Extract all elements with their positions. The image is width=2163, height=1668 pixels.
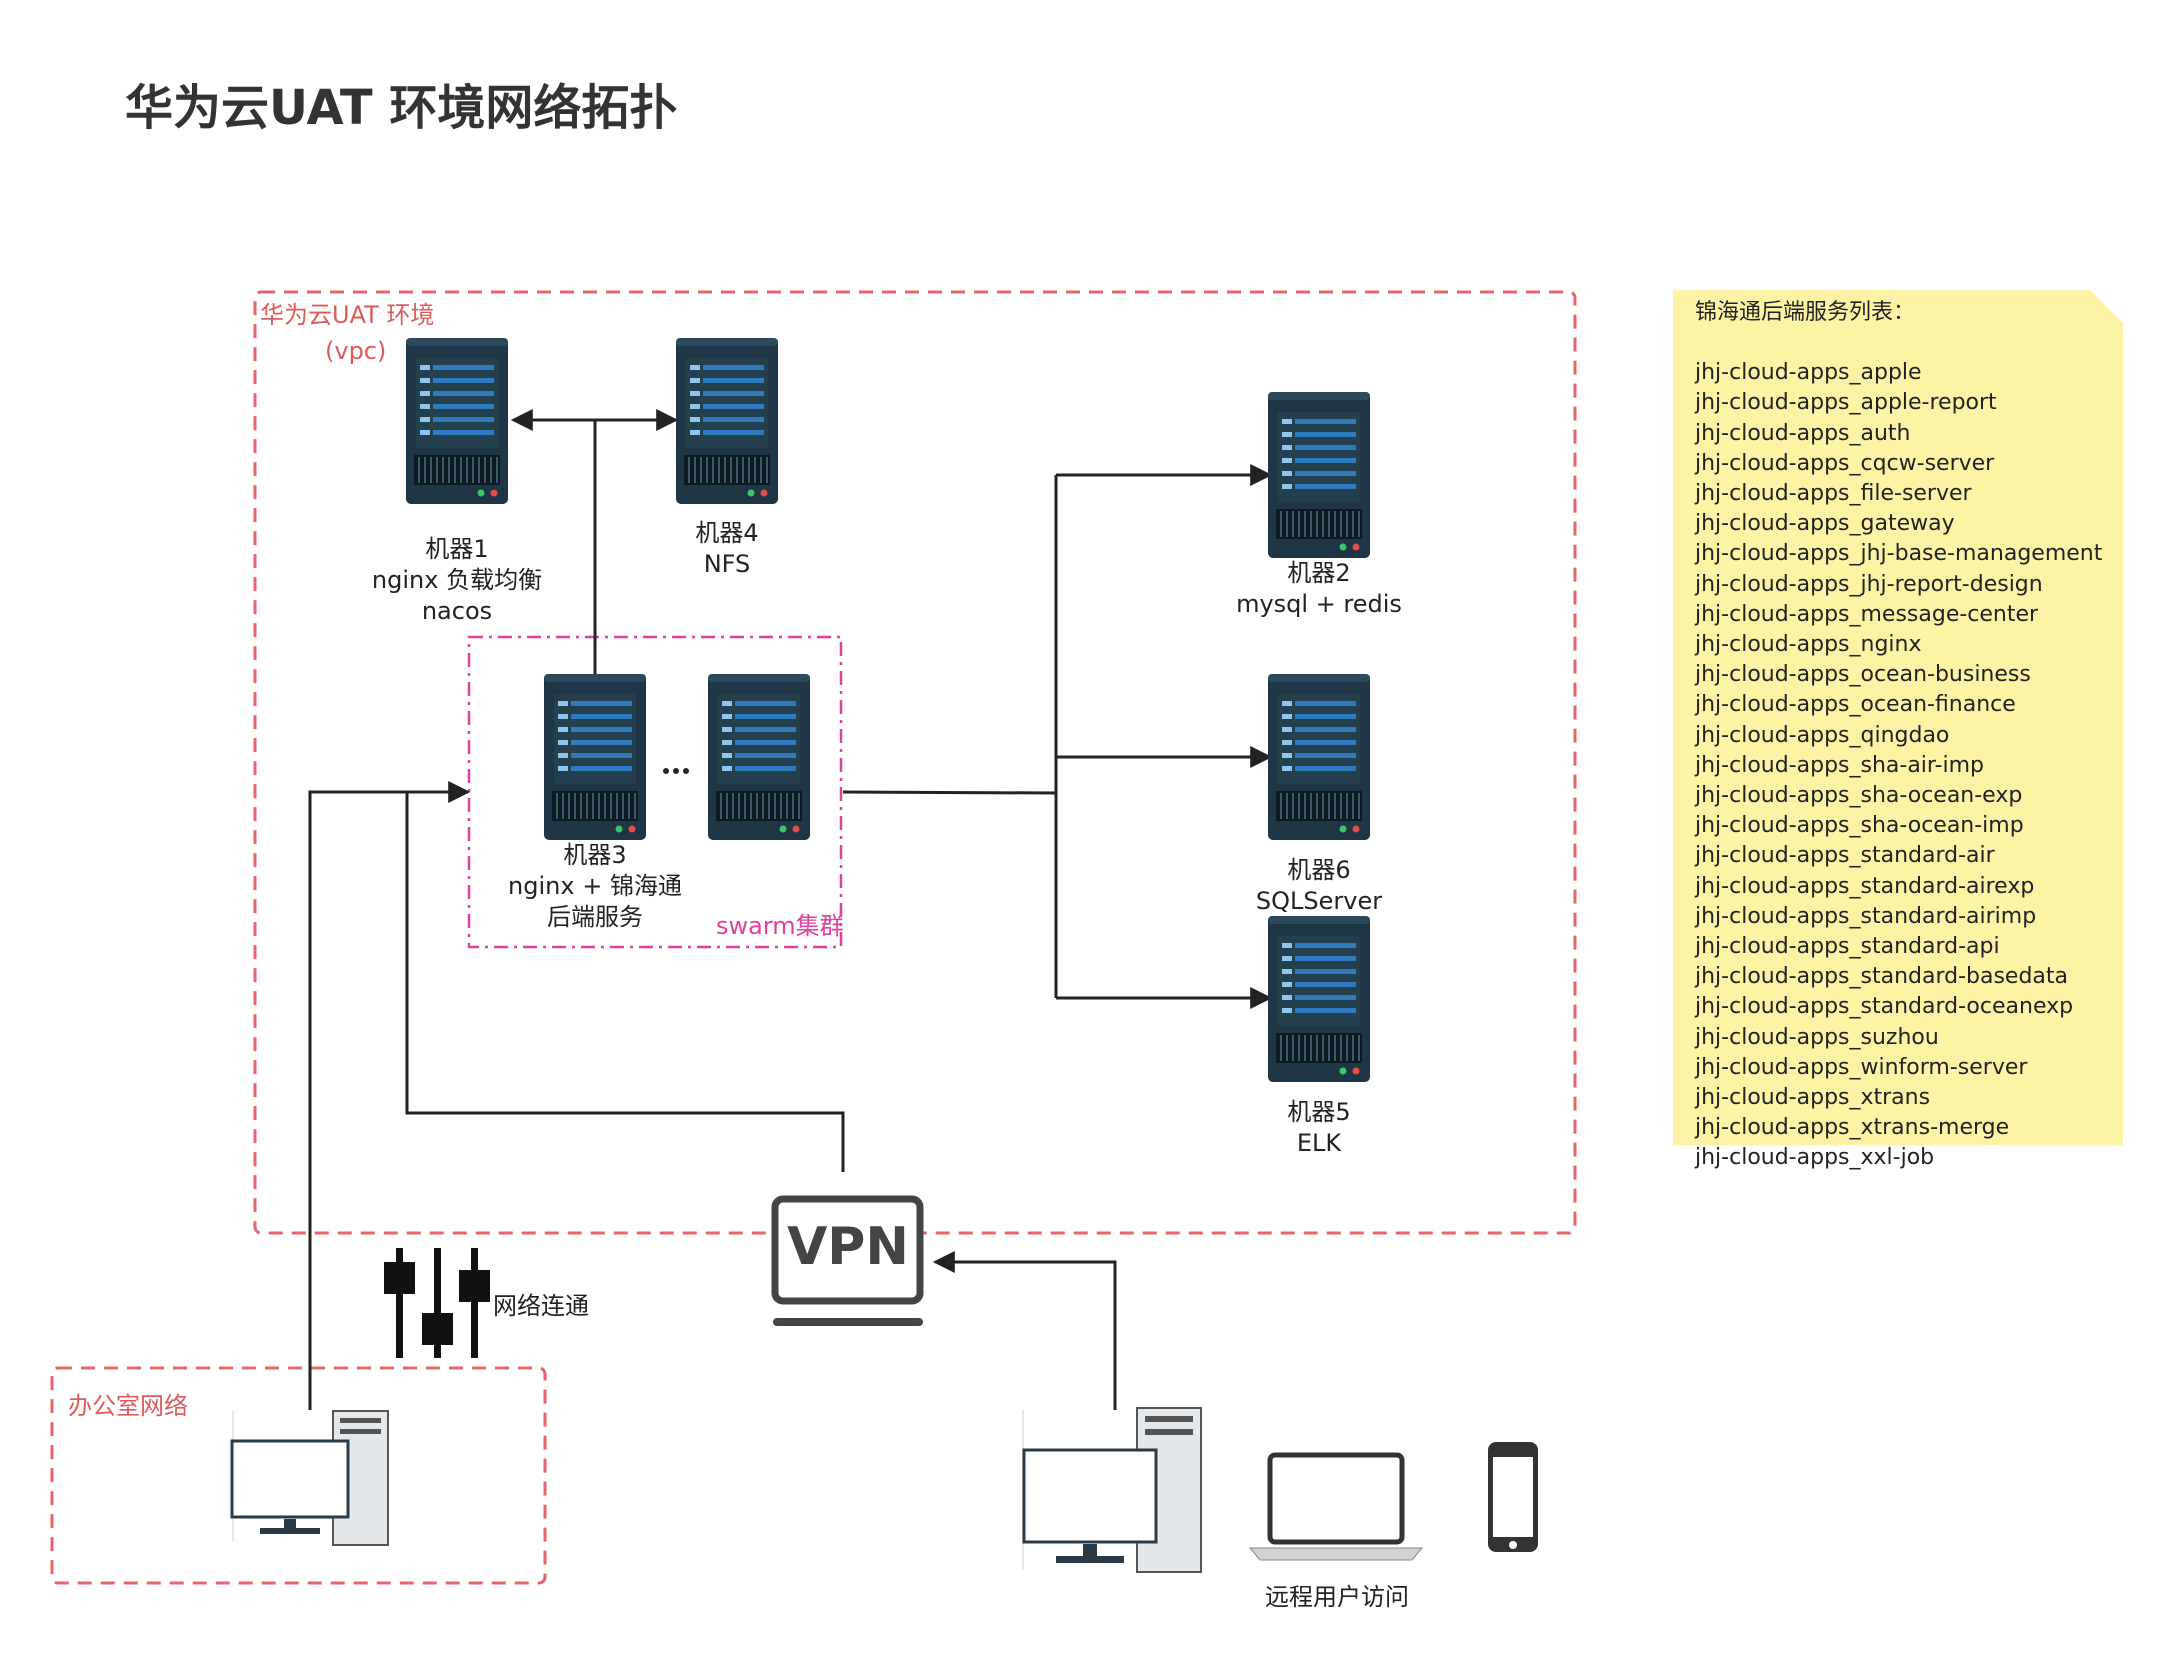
service-list-items: jhj-cloud-apps_apple jhj-cloud-apps_apple… <box>1695 358 2102 1173</box>
connector-remote-to-vpn <box>932 1251 1117 1410</box>
machine3-name: 机器3 <box>563 841 627 869</box>
service-list-item: jhj-cloud-apps_auth <box>1695 420 1911 446</box>
service-list-item: jhj-cloud-apps_apple-report <box>1695 390 1997 416</box>
office-desktop-icon <box>230 1410 389 1546</box>
office-network-label: 办公室网络 <box>68 1392 188 1420</box>
machine1-desc1: nginx 负载均衡 <box>371 566 543 594</box>
machine1-label: 机器1 nginx 负载均衡 nacos <box>357 534 557 627</box>
service-list-item: jhj-cloud-apps_xxl-job <box>1695 1145 1935 1171</box>
machine1-name: 机器1 <box>425 535 489 563</box>
service-list-item: jhj-cloud-apps_standard-airimp <box>1695 903 2037 929</box>
service-list-item: jhj-cloud-apps_sha-air-imp <box>1695 752 1984 778</box>
machine6-label: 机器6 SQLServer <box>1219 855 1419 917</box>
office-network-boundary <box>50 1366 547 1585</box>
service-list-item: jhj-cloud-apps_xtrans <box>1695 1085 1931 1111</box>
phone-icon <box>1488 1442 1538 1552</box>
service-list-item: jhj-cloud-apps_standard-air <box>1695 843 1995 869</box>
laptop-icon <box>1248 1452 1424 1561</box>
service-list-item: jhj-cloud-apps_ocean-business <box>1695 662 2031 688</box>
connectors <box>308 409 1273 1410</box>
machine3-label: 机器3 nginx + 锦海通 后端服务 <box>495 840 695 933</box>
vpc-label: 华为云UAT 环境 <box>260 300 434 331</box>
server-m4 <box>675 337 779 505</box>
machine5-name: 机器5 <box>1287 1098 1351 1126</box>
ellipsis-dots <box>663 768 689 774</box>
service-list-item: jhj-cloud-apps_jhj-base-management <box>1695 541 2103 567</box>
vpc-label-vpc: (vpc) <box>325 337 387 365</box>
machine5-desc1: ELK <box>1296 1129 1342 1157</box>
service-list-item: jhj-cloud-apps_xtrans-merge <box>1695 1115 2010 1141</box>
page-title: 华为云UAT 环境网络拓扑 <box>125 80 678 136</box>
service-list-item: jhj-cloud-apps_message-center <box>1695 601 2039 627</box>
machine4-desc1: NFS <box>703 550 751 578</box>
machine2-label: 机器2 mysql + redis <box>1219 558 1419 620</box>
connector-vpn-to-swarm <box>405 792 845 1172</box>
service-list-item: jhj-cloud-apps_apple <box>1695 360 1922 386</box>
machine6-name: 机器6 <box>1287 856 1351 884</box>
service-list-item: jhj-cloud-apps_sha-ocean-imp <box>1695 813 2024 839</box>
vpn-icon <box>771 1195 924 1326</box>
server-m2 <box>1267 391 1371 559</box>
service-list-item: jhj-cloud-apps_gateway <box>1695 511 1955 537</box>
machine6-desc1: SQLServer <box>1255 887 1383 915</box>
machine2-desc1: mysql + redis <box>1236 590 1402 618</box>
machine5-label: 机器5 ELK <box>1219 1097 1419 1159</box>
server-m3b <box>707 673 811 841</box>
service-list-note <box>1673 290 2123 1145</box>
network-link-label: 网络连通 <box>493 1292 589 1320</box>
service-list-item: jhj-cloud-apps_sha-ocean-exp <box>1695 783 2023 809</box>
connector-office-to-swarm <box>308 781 471 1410</box>
machine3-desc1: nginx + 锦海通 <box>508 872 682 900</box>
server-m6 <box>1267 673 1371 841</box>
service-list-item: jhj-cloud-apps_jhj-report-design <box>1695 571 2043 597</box>
service-list-item: jhj-cloud-apps_standard-oceanexp <box>1695 994 2074 1020</box>
vpc-label-line1: 华为云UAT 环境 <box>260 301 435 329</box>
service-list-heading: 锦海通后端服务列表： <box>1695 300 1916 325</box>
vpn-label: VPN <box>787 1217 909 1277</box>
machine4-label: 机器4 NFS <box>627 518 827 580</box>
machine4-name: 机器4 <box>695 519 759 547</box>
connector-swarm-bus <box>842 790 1057 795</box>
swarm-cluster-label: swarm集群 <box>716 912 844 940</box>
remote-access-label: 远程用户访问 <box>1265 1583 1409 1611</box>
service-list-item: jhj-cloud-apps_nginx <box>1695 632 1922 658</box>
network-link-icon <box>384 1248 490 1358</box>
service-list-item: jhj-cloud-apps_cqcw-server <box>1695 450 1995 476</box>
server-m5 <box>1267 915 1371 1083</box>
server-m1 <box>405 337 509 505</box>
remote-desktop-icon <box>1022 1407 1202 1573</box>
service-list-item: jhj-cloud-apps_file-server <box>1695 481 1972 507</box>
machine1-desc2: nacos <box>421 597 493 625</box>
server-m3 <box>543 673 647 841</box>
service-list-item: jhj-cloud-apps_standard-basedata <box>1695 964 2069 990</box>
service-list-item: jhj-cloud-apps_qingdao <box>1695 722 1950 748</box>
service-list-item: jhj-cloud-apps_winform-server <box>1695 1054 2028 1080</box>
service-list-item: jhj-cloud-apps_standard-api <box>1695 934 2000 960</box>
machine2-name: 机器2 <box>1287 559 1351 587</box>
service-list-item: jhj-cloud-apps_ocean-finance <box>1695 692 2016 718</box>
service-list-item: jhj-cloud-apps_suzhou <box>1695 1024 1939 1050</box>
service-list-item: jhj-cloud-apps_standard-airexp <box>1695 873 2035 899</box>
machine3-desc2: 后端服务 <box>547 903 643 931</box>
